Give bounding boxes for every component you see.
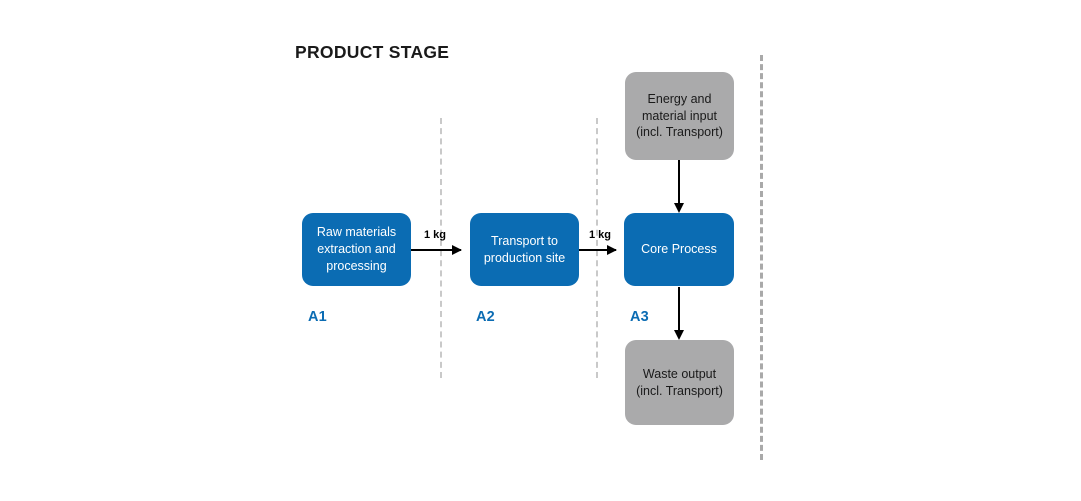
arrow-a2-to-a3 (579, 245, 617, 255)
node-core-process-label: Core Process (641, 242, 717, 257)
node-transport-to-production-site[interactable]: Transport to production site (470, 213, 579, 286)
arrow-energy-input-to-core-process (674, 160, 684, 213)
node-waste-output-label: Waste output (incl. Transport) (636, 366, 723, 398)
node-raw-materials-label: Raw materials extraction and processing (316, 225, 397, 273)
node-waste-output[interactable]: Waste output (incl. Transport) (625, 340, 734, 425)
stage-divider-a2-a3 (596, 118, 598, 378)
node-energy-material-input-label: Energy and material input (incl. Transpo… (636, 91, 723, 140)
stage-code-a2: A2 (476, 309, 495, 325)
flow-label-a1-to-a2: 1 kg (424, 229, 447, 241)
stage-code-a1: A1 (308, 309, 327, 325)
page-title: PRODUCT STAGE (295, 42, 450, 62)
stage-code-a3: A3 (630, 309, 649, 325)
arrow-a1-to-a2 (411, 245, 462, 255)
stage-divider-a1-a2 (440, 118, 442, 378)
arrow-core-process-to-waste-output (674, 287, 684, 340)
node-energy-material-input[interactable]: Energy and material input (incl. Transpo… (625, 72, 734, 160)
flow-label-a2-to-a3: 1 kg (589, 229, 612, 241)
node-raw-materials[interactable]: Raw materials extraction and processing (302, 213, 411, 286)
system-boundary-divider (760, 55, 763, 460)
node-core-process[interactable]: Core Process (624, 213, 734, 286)
node-transport-to-production-site-label: Transport to production site (483, 233, 566, 265)
